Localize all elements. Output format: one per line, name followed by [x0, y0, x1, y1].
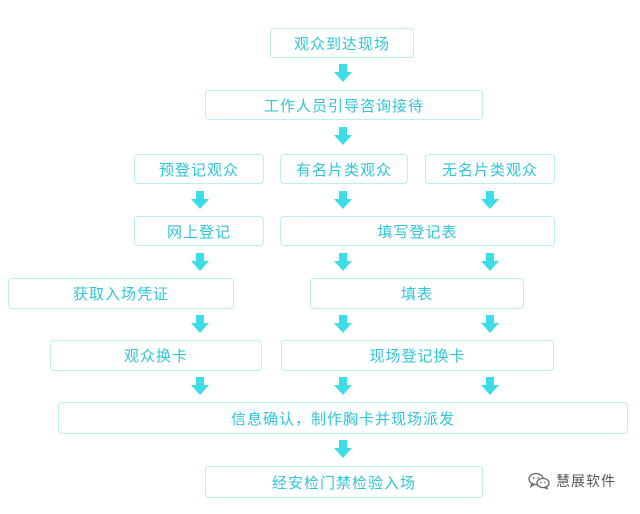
- watermark-text: 慧展软件: [556, 474, 616, 490]
- wechat-icon: [528, 472, 550, 490]
- arrow-down-icon: [333, 63, 353, 83]
- node-exchange: 观众换卡: [50, 340, 262, 371]
- arrow-down-icon: [190, 314, 210, 334]
- arrow-down-icon: [333, 190, 353, 210]
- arrow-down-icon: [333, 376, 353, 396]
- node-fillform: 填写登记表: [280, 216, 555, 246]
- node-withcard: 有名片类观众: [280, 154, 408, 184]
- arrow-down-icon: [190, 376, 210, 396]
- node-arrive: 观众到达现场: [270, 28, 414, 58]
- node-nocard: 无名片类观众: [425, 154, 555, 184]
- node-prereg: 预登记观众: [134, 154, 264, 184]
- arrow-down-icon: [333, 314, 353, 334]
- node-entry: 经安检门禁检验入场: [205, 466, 483, 498]
- arrow-down-icon: [480, 376, 500, 396]
- node-online: 网上登记: [134, 216, 264, 246]
- node-fill: 填表: [310, 278, 524, 309]
- arrow-down-icon: [333, 126, 353, 146]
- arrow-down-icon: [190, 190, 210, 210]
- node-onsite-exchange: 现场登记换卡: [281, 340, 554, 371]
- watermark: 慧展软件: [528, 471, 616, 491]
- arrow-down-icon: [480, 190, 500, 210]
- arrow-down-icon: [333, 252, 353, 272]
- node-confirm: 信息确认，制作胸卡并现场派发: [58, 402, 628, 434]
- arrow-down-icon: [333, 439, 353, 459]
- arrow-down-icon: [190, 252, 210, 272]
- arrow-down-icon: [480, 252, 500, 272]
- node-guide: 工作人员引导咨询接待: [205, 90, 483, 120]
- node-voucher: 获取入场凭证: [8, 278, 234, 309]
- arrow-down-icon: [480, 314, 500, 334]
